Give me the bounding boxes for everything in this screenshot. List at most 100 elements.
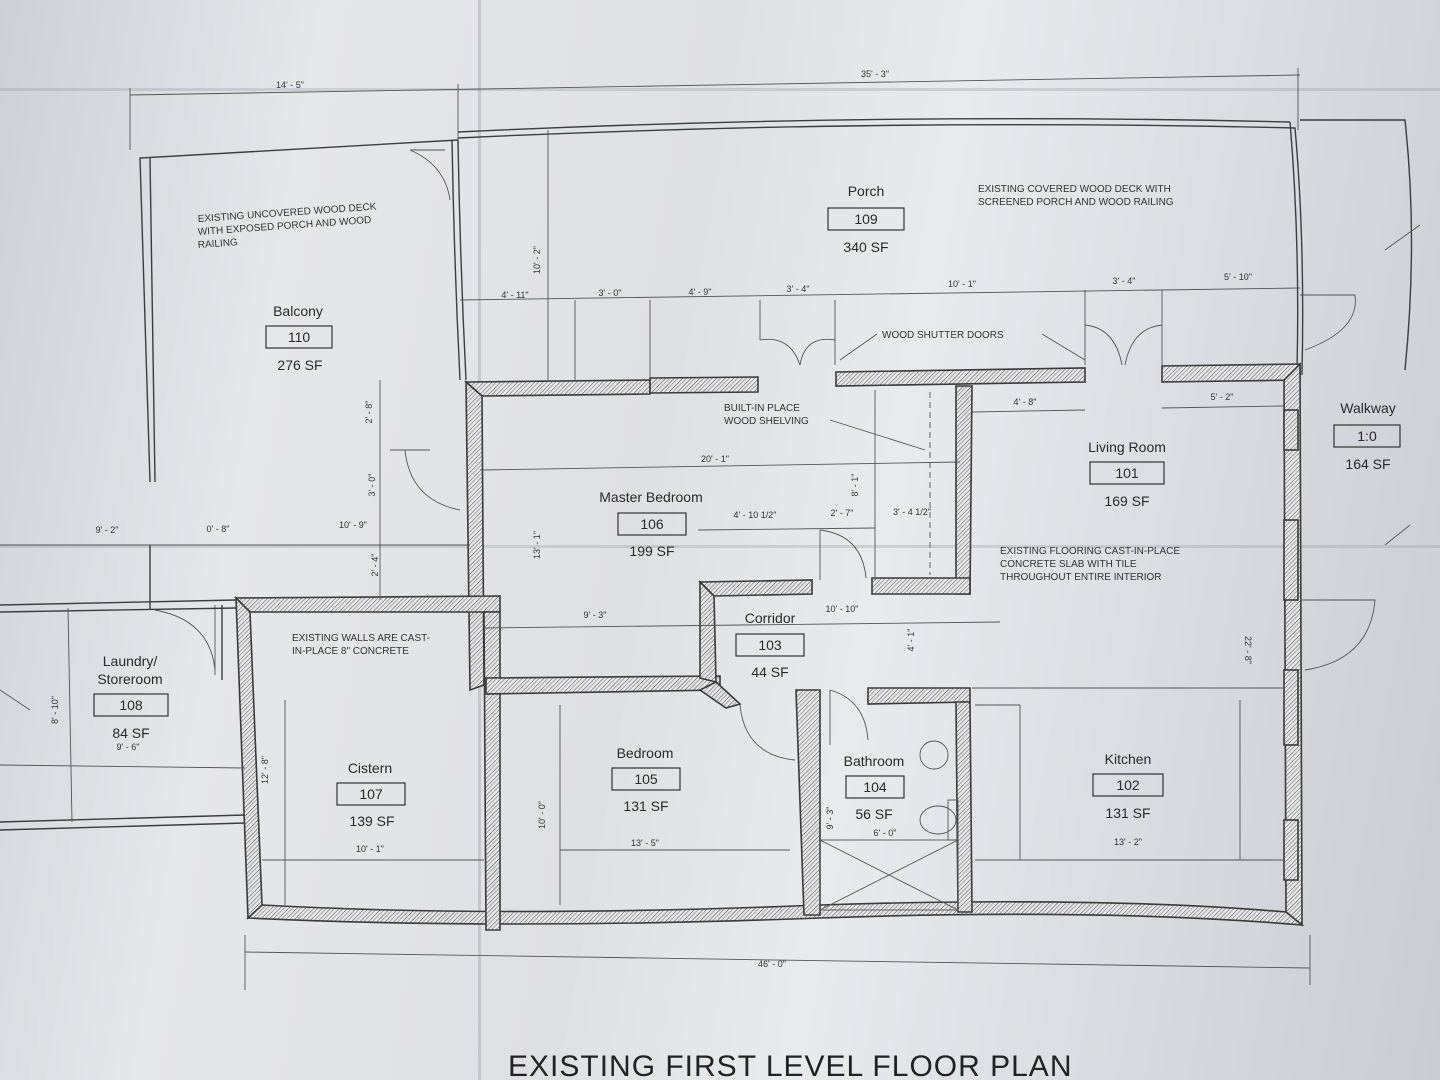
dim-p3: 4' - 9" <box>689 287 712 297</box>
svg-text:164 SF: 164 SF <box>1345 456 1390 472</box>
dim-left1: 9' - 2" <box>96 525 119 535</box>
dim-cistern-w: 10' - 1" <box>356 844 384 854</box>
svg-text:Living Room: Living Room <box>1088 439 1166 455</box>
dim-overall: 46' - 0" <box>758 959 786 969</box>
svg-text:105: 105 <box>634 771 658 787</box>
svg-text:Kitchen: Kitchen <box>1105 751 1152 767</box>
svg-text:139 SF: 139 SF <box>349 813 394 829</box>
svg-text:56 SF: 56 SF <box>855 806 892 822</box>
dim-left3: 10' - 9" <box>339 520 367 530</box>
note-covered-deck-2: SCREENED PORCH AND WOOD RAILING <box>978 197 1174 208</box>
svg-text:104: 104 <box>863 779 887 795</box>
svg-text:Storeroom: Storeroom <box>97 671 162 687</box>
note-walls-2: IN-PLACE 8" CONCRETE <box>292 646 409 657</box>
room-walkway: Walkway 1:0 164 SF <box>1333 400 1401 472</box>
svg-text:Laundry/: Laundry/ <box>103 653 158 669</box>
svg-text:199 SF: 199 SF <box>629 543 674 559</box>
dim-master-h: 13' - 1" <box>532 531 542 559</box>
svg-text:110: 110 <box>288 329 311 345</box>
dim-m1: 4' - 10 1/2" <box>734 510 777 520</box>
dim-corr-h: 4' - 1" <box>906 629 916 652</box>
note-shelving-2: WOOD SHELVING <box>724 416 809 427</box>
dim-p5: 10' - 1" <box>948 279 976 289</box>
svg-text:340 SF: 340 SF <box>843 239 888 255</box>
svg-text:169 SF: 169 SF <box>1104 493 1149 509</box>
dim-bed-w: 9' - 3" <box>584 610 607 620</box>
dim-top-right: 35' - 3" <box>861 69 889 79</box>
paper-fold <box>0 545 1440 548</box>
svg-text:131 SF: 131 SF <box>1105 805 1150 821</box>
dim-laundry-w: 9' - 6" <box>117 742 140 752</box>
dim-v1: 2' - 8" <box>364 401 374 424</box>
svg-text:276 SF: 276 SF <box>277 357 322 373</box>
note-flooring-3: THROUGHOUT ENTIRE INTERIOR <box>1000 572 1161 583</box>
dim-top-left: 14' - 5" <box>276 80 304 90</box>
svg-text:106: 106 <box>640 516 664 532</box>
room-laundry-storeroom: Laundry/ Storeroom 108 84 SF <box>93 653 169 741</box>
svg-text:Porch: Porch <box>848 183 885 199</box>
note-walls-1: EXISTING WALLS ARE CAST- <box>292 633 430 644</box>
dim-m2: 2' - 7" <box>831 508 854 518</box>
room-master-bedroom: Master Bedroom 106 199 SF <box>599 489 702 559</box>
dim-v3: 2' - 4" <box>370 554 380 577</box>
paper-fold <box>0 88 1440 91</box>
room-porch: Porch 109 340 SF <box>827 183 905 255</box>
room-bedroom: Bedroom 105 131 SF <box>611 745 681 814</box>
dim-left2: 0' - 8" <box>207 524 230 534</box>
room-bathroom: Bathroom 104 56 SF <box>844 753 905 822</box>
svg-text:Bathroom: Bathroom <box>844 753 905 769</box>
dim-p6: 3' - 4" <box>1113 276 1136 286</box>
top-dimension-lines: 14' - 5" 35' - 3" <box>129 68 1301 150</box>
svg-text:109: 109 <box>854 211 878 227</box>
svg-text:102: 102 <box>1116 777 1140 793</box>
svg-text:84 SF: 84 SF <box>112 725 149 741</box>
room-cistern: Cistern 107 139 SF <box>336 760 406 829</box>
svg-text:107: 107 <box>359 786 383 802</box>
drawing-notes: EXISTING UNCOVERED WOOD DECK WITH EXPOSE… <box>197 184 1180 657</box>
dim-lr-h: 22' - 8" <box>1243 636 1253 664</box>
balcony-deck <box>139 139 459 680</box>
dim-m3: 3' - 4 1/2" <box>893 507 931 517</box>
dim-p7: 5' - 10" <box>1224 272 1252 282</box>
laundry-area <box>0 599 246 831</box>
room-balcony: Balcony 110 276 SF <box>265 303 333 373</box>
dim-porch-depth: 10' - 2" <box>532 246 542 274</box>
dim-bed-h: 10' - 0" <box>537 801 547 829</box>
note-flooring-2: CONCRETE SLAB WITH TILE <box>1000 559 1137 570</box>
dim-v2: 3' - 0" <box>367 474 377 497</box>
svg-text:Master Bedroom: Master Bedroom <box>599 489 702 505</box>
room-living-room: Living Room 101 169 SF <box>1088 439 1166 509</box>
dim-p2: 3' - 0" <box>599 288 622 298</box>
note-covered-deck-1: EXISTING COVERED WOOD DECK WITH <box>978 184 1171 195</box>
svg-text:Corridor: Corridor <box>745 610 796 626</box>
bottom-dimension-line: 46' - 0" <box>244 935 1311 990</box>
exterior-walls <box>234 362 1305 931</box>
note-shelving-1: BUILT-IN PLACE <box>724 403 800 414</box>
dim-bath-h: 9' - 3" <box>825 807 835 830</box>
dim-bed-w2: 13' - 5" <box>631 838 659 848</box>
svg-text:Bedroom: Bedroom <box>617 745 674 761</box>
note-uncovered-deck-3: RAILING <box>197 237 238 251</box>
dim-bath-w: 6' - 0" <box>874 828 897 838</box>
svg-text:44 SF: 44 SF <box>751 664 788 680</box>
dim-p4: 3' - 4" <box>787 284 810 294</box>
plan-title: EXISTING FIRST LEVEL FLOOR PLAN <box>508 1050 1072 1080</box>
dim-laundry-h: 8' - 10" <box>50 696 60 724</box>
dim-lr1: 4' - 8" <box>1014 397 1037 407</box>
dim-corr-w: 10' - 10" <box>826 604 859 614</box>
dim-shelf-h: 8' - 1" <box>850 474 860 497</box>
svg-text:103: 103 <box>758 637 782 653</box>
note-shutter-doors: WOOD SHUTTER DOORS <box>882 330 1004 341</box>
dim-p1: 4' - 11" <box>501 290 528 300</box>
svg-text:Cistern: Cistern <box>348 760 392 776</box>
room-kitchen: Kitchen 102 131 SF <box>1092 751 1164 821</box>
dim-lr2: 5' - 2" <box>1211 392 1234 402</box>
dim-master-w: 20' - 1" <box>701 454 729 464</box>
svg-text:1:0: 1:0 <box>1357 428 1377 444</box>
svg-text:Balcony: Balcony <box>273 303 323 319</box>
note-flooring-1: EXISTING FLOORING CAST-IN-PLACE <box>1000 546 1180 557</box>
interior-dimensions: 4' - 8" 5' - 2" 20' - 1" 4' - 10 1/2" 2'… <box>532 392 1253 848</box>
svg-text:Walkway: Walkway <box>1340 400 1396 416</box>
